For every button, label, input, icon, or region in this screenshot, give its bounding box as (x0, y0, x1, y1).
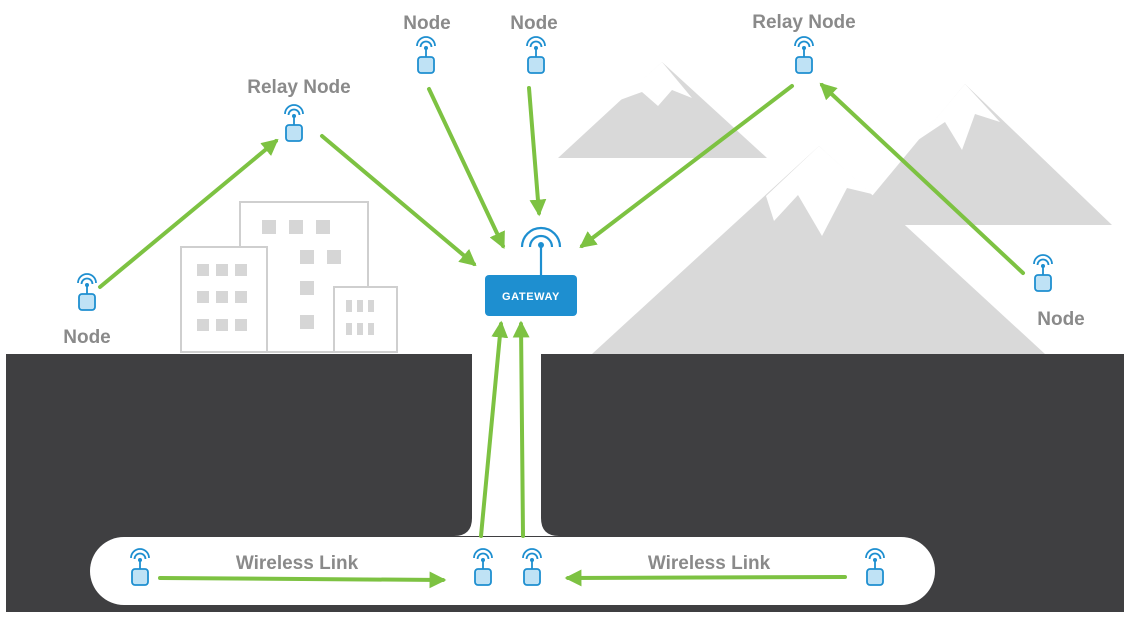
wifi-device-icon (794, 36, 814, 74)
label-node-left: Node (63, 327, 111, 348)
label-node-right: Node (1037, 309, 1085, 330)
wifi-device-icon (526, 36, 546, 74)
arrow-node-right-to-relay-right (819, 82, 1025, 275)
arrow-node-a-to-gateway (427, 87, 505, 250)
wifi-device-icon (416, 36, 436, 74)
mountain-icon (848, 84, 1112, 225)
building-icon (180, 201, 398, 353)
labels: Node Relay Node Node Node Relay Node Nod… (63, 12, 1085, 639)
arrow-relay-bottom-a-to-gateway (479, 320, 509, 538)
arrow-node-b-to-gateway (527, 86, 547, 217)
label-relay-top-right: Relay Node (752, 12, 855, 33)
tunnel (90, 537, 935, 605)
label-relay-top-left: Relay Node (247, 77, 350, 98)
mountains (558, 62, 1112, 354)
label-relay-bottom: Relay Node (461, 620, 564, 639)
wifi-device-icon (77, 273, 97, 311)
label-wireless-link-left: Wireless Link (236, 553, 359, 574)
arrow-relay-left-to-gateway (320, 134, 477, 267)
mountain-icon (592, 146, 1045, 354)
label-node-top-b: Node (510, 13, 558, 34)
arrow-relay-bottom-b-to-gateway (512, 320, 530, 538)
gateway-label: GATEWAY (502, 291, 560, 303)
arrow-tunnel-left (158, 571, 447, 589)
link-arrows (98, 82, 1025, 589)
wifi-device-icon (284, 104, 304, 142)
arrow-tunnel-right (564, 569, 847, 587)
underground (6, 354, 1124, 612)
arrow-node-to-relay-left (98, 138, 279, 289)
mountain-icon (558, 62, 767, 158)
label-node-top-a: Node (403, 13, 451, 34)
label-node-bottom-left: Node (114, 620, 162, 639)
wifi-device-icon (1033, 254, 1053, 292)
gateway-icon: GATEWAY (485, 226, 577, 316)
arrow-relay-right-to-gateway (579, 84, 794, 249)
label-node-bottom-right: Node (854, 620, 902, 639)
label-wireless-link-right: Wireless Link (648, 553, 771, 574)
